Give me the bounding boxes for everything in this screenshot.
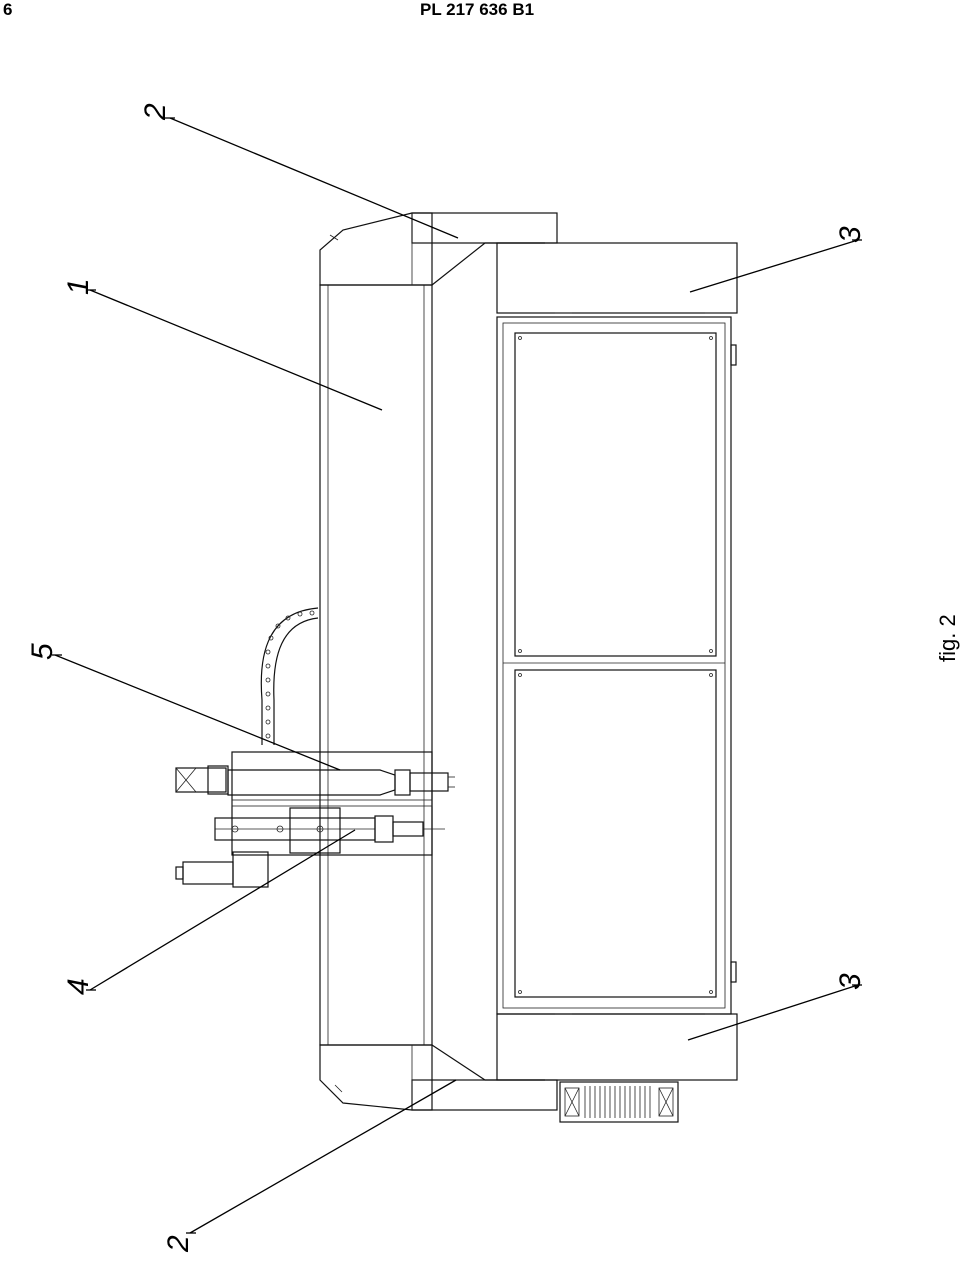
page-number: 6: [3, 0, 13, 19]
cabinet-grille: [559, 1081, 679, 1123]
side-block-top: [496, 242, 738, 314]
label-2-top: 2: [139, 103, 172, 121]
label-3-top: 3: [834, 226, 867, 243]
label-1: 1: [62, 278, 95, 295]
end-block-top: [319, 212, 558, 286]
table-frame: [496, 316, 737, 1015]
label-2-bottom: 2: [162, 1235, 195, 1253]
reference-labels: 2 1 3 5 4 3 2: [26, 103, 867, 1253]
label-5: 5: [26, 643, 59, 660]
side-block-bottom: [496, 1013, 738, 1081]
cable-chain: [260, 607, 319, 745]
patent-document-id: PL 217 636 B1: [420, 0, 535, 19]
label-3-bottom: 3: [834, 973, 867, 990]
end-block-bottom: [319, 1044, 558, 1111]
leader-lines: [52, 117, 862, 1234]
carriage-assembly: [175, 751, 455, 888]
figure-caption: fig. 2: [935, 614, 960, 662]
label-4: 4: [62, 978, 95, 995]
beam-body: [319, 284, 433, 1046]
